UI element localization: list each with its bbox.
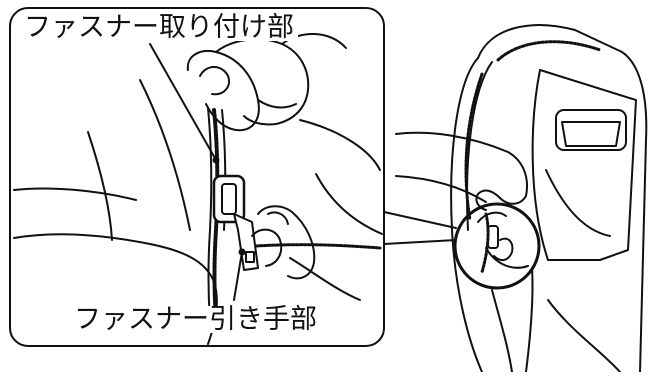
zipper-pull-hole [245,251,255,263]
callout-connector-top [383,211,457,229]
bag-zipper-track [496,40,602,62]
callout-frame [9,7,385,347]
zipper-slider-inner [221,183,237,215]
bag-left-edge [450,57,483,373]
zipper-track [212,108,220,322]
leader-dot-pull [238,248,246,256]
bag-outline [477,24,648,373]
hand-lower [485,247,529,269]
thumbnail-upper [199,66,230,96]
label-zipper-pull: ファスナー引き手部 [70,306,321,333]
thumb-lower [251,228,283,267]
fabric-right [299,119,381,171]
bag-illustration [395,24,648,373]
fabric-fold-3 [139,79,191,231]
knuckle-upper [257,99,297,109]
fabric-fold-1 [13,187,137,201]
arm-lower [491,289,513,373]
bag-pocket [555,109,627,151]
zipper-track-edge [207,107,213,323]
magnifier-detail [477,211,514,274]
arm-lower-edge [525,267,534,373]
bag-zipper-track-side [464,72,484,222]
bag-pocket-inner [561,121,621,147]
fabric-fold-2 [87,131,113,241]
fabric-right-2 [315,173,383,235]
callout-connector-bottom [383,239,457,245]
fabric-right-bottom [289,257,361,301]
finger-lower-nail [267,211,289,225]
bag-seam [545,169,611,237]
bag-bottom [547,299,621,373]
bag-side-panel [531,69,637,261]
leader-line-pull [233,251,243,301]
arm-upper [395,131,528,205]
arm-upper-lower-edge [395,175,487,203]
zipper-slider [212,174,246,224]
finger-lower [257,205,316,280]
leader-line-attachment [149,43,217,161]
zipper-pull-tab [233,213,259,271]
magnifier-circle [453,202,541,290]
zoom-illustration [13,32,383,345]
leader-dot-attachment [212,156,220,164]
label-zipper-attachment: ファスナー取り付け部 [20,14,298,41]
